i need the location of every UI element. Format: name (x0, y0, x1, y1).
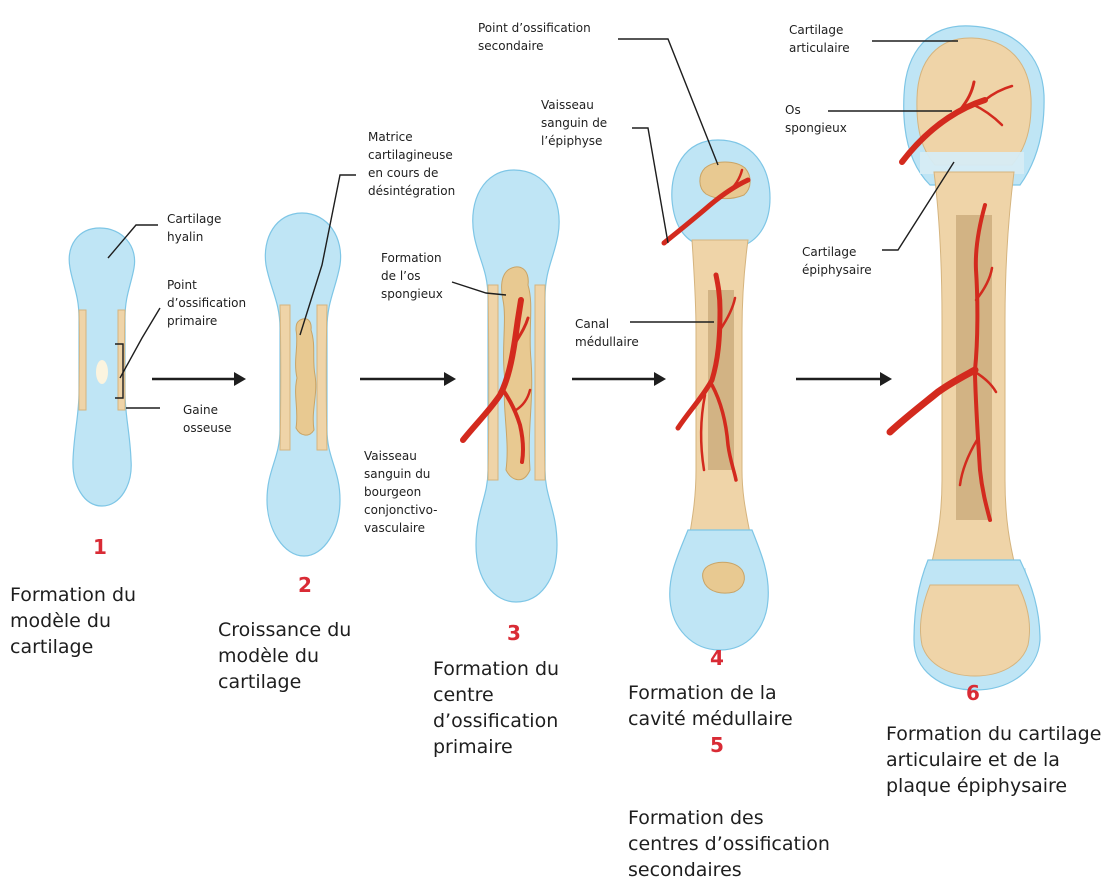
leader-vaisseau-epiphyse (632, 128, 668, 243)
bone-model-6 (890, 26, 1044, 690)
bone-collar-1-right (118, 310, 125, 410)
step-number-1: 1 (93, 535, 107, 559)
leader-point-primaire (120, 308, 160, 378)
disintegrating-matrix-2 (296, 319, 316, 435)
caption-step-2: Croissance du modèle du cartilage (218, 619, 357, 693)
epiphyseal-plate-6-top (920, 152, 1024, 174)
arrow-1-to-2 (152, 372, 246, 386)
bone-collar-3-left (488, 285, 498, 480)
label-matrice: Matrice cartilagineuse en cours de désin… (368, 130, 457, 198)
step-number-3: 3 (507, 621, 521, 645)
primary-ossification-point-1 (96, 360, 108, 384)
caption-step-1: Formation du modèle du cartilage (10, 584, 142, 658)
label-os-spongieux: Os spongieux (785, 103, 847, 135)
label-canal-medullaire: Canal médullaire (575, 317, 639, 349)
label-point-secondaire: Point d’ossification secondaire (478, 21, 595, 53)
caption-step-4: Formation de la cavité médullaire (628, 682, 793, 730)
label-vaisseau-epiphyse: Vaisseau sanguin de l’épiphyse (541, 98, 611, 148)
label-cartilage-articulaire: Cartilage articulaire (789, 23, 850, 55)
label-point-primaire: Point d’ossification primaire (167, 278, 250, 328)
bone-model-3 (463, 170, 559, 602)
label-cartilage-hyalin: Cartilage hyalin (167, 212, 225, 244)
bone-collar-2-left (280, 305, 290, 450)
label-cartilage-epiphysaire: Cartilage épiphysaire (802, 245, 872, 277)
step-number-6: 6 (966, 681, 980, 705)
bone-collar-2-right (317, 305, 327, 450)
step-number-2: 2 (298, 573, 312, 597)
secondary-ossification-point-4-bottom (703, 562, 745, 593)
bone-collar-1-left (79, 310, 86, 410)
caption-step-5: Formation des centres d’ossification sec… (628, 807, 836, 881)
step-number-4: 4 (710, 646, 724, 670)
arrow-2-to-3 (360, 372, 456, 386)
bone-model-2 (265, 213, 340, 556)
label-formation-os-spongieux: Formation de l’os spongieux (381, 251, 445, 301)
caption-step-3: Formation du centre d’ossification prima… (433, 658, 565, 758)
bone-collar-3-right (535, 285, 545, 480)
step-number-5: 5 (710, 733, 724, 757)
label-vaisseau-bourgeon: Vaisseau sanguin du bourgeon conjonctivo… (364, 449, 441, 535)
bone-model-4 (664, 140, 770, 650)
label-gaine-osseuse: Gaine osseuse (183, 403, 231, 435)
caption-step-6: Formation du cartilage articulaire et de… (886, 723, 1107, 797)
arrow-3-to-4 (572, 372, 666, 386)
epiphysis-6-bottom (920, 585, 1029, 676)
bone-model-1 (69, 228, 134, 506)
arrow-4-to-6 (796, 372, 892, 386)
